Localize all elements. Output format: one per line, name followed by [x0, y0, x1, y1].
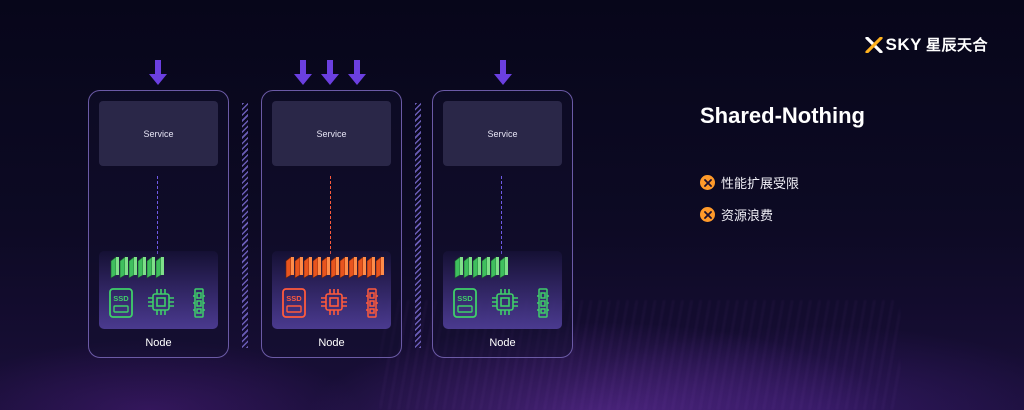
node-label: Node	[489, 337, 516, 349]
point-text: 性能扩展受限	[721, 177, 800, 192]
x-circle-icon	[700, 207, 715, 222]
service-box: Service	[443, 101, 562, 166]
node-card-1: Service SSD Node	[88, 90, 229, 358]
down-arrow-icon	[321, 60, 339, 85]
down-arrow-icon	[348, 60, 366, 85]
request-arrows-node-1	[148, 60, 168, 86]
connection-line	[330, 176, 331, 254]
svg-text:SSD: SSD	[457, 294, 473, 303]
service-box: Service	[272, 101, 391, 166]
memory-icon	[537, 288, 549, 318]
memory-icon	[193, 288, 205, 318]
cpu-icon	[321, 289, 347, 315]
down-arrow-icon	[494, 60, 512, 85]
logo-brand-text: SKY	[885, 34, 922, 54]
node-divider	[242, 103, 248, 348]
connection-line	[501, 176, 502, 254]
point-item-1: 性能扩展受限	[700, 173, 799, 192]
connection-line	[157, 176, 158, 254]
memory-icon	[366, 288, 378, 318]
node-divider	[415, 103, 421, 348]
service-box: Service	[99, 101, 218, 166]
xsky-logo: SKY 星辰天合	[864, 34, 988, 55]
request-arrows-node-3	[493, 60, 513, 86]
disk-stack-icon	[285, 256, 384, 279]
node-card-2: Service SSD Node	[261, 90, 402, 358]
cpu-icon	[148, 289, 174, 315]
ssd-icon: SSD	[453, 288, 477, 318]
point-text: 资源浪费	[721, 209, 774, 224]
down-arrow-icon	[294, 60, 312, 85]
svg-text:SSD: SSD	[113, 294, 129, 303]
svg-text:SSD: SSD	[286, 294, 302, 303]
node-card-3: Service SSD Node	[432, 90, 573, 358]
down-arrow-icon	[149, 60, 167, 85]
request-arrows-node-2	[293, 60, 367, 86]
ssd-icon: SSD	[109, 288, 133, 318]
x-circle-icon	[700, 175, 715, 190]
cpu-icon	[492, 289, 518, 315]
point-item-2: 资源浪费	[700, 205, 773, 224]
disk-stack-icon	[110, 256, 164, 279]
ssd-icon: SSD	[282, 288, 306, 318]
node-label: Node	[318, 337, 345, 349]
disk-stack-icon	[454, 256, 508, 279]
slide-title: Shared-Nothing	[700, 103, 865, 128]
logo-chinese-text: 星辰天合	[925, 37, 988, 54]
node-label: Node	[145, 337, 172, 349]
x-logo-icon	[864, 36, 883, 53]
